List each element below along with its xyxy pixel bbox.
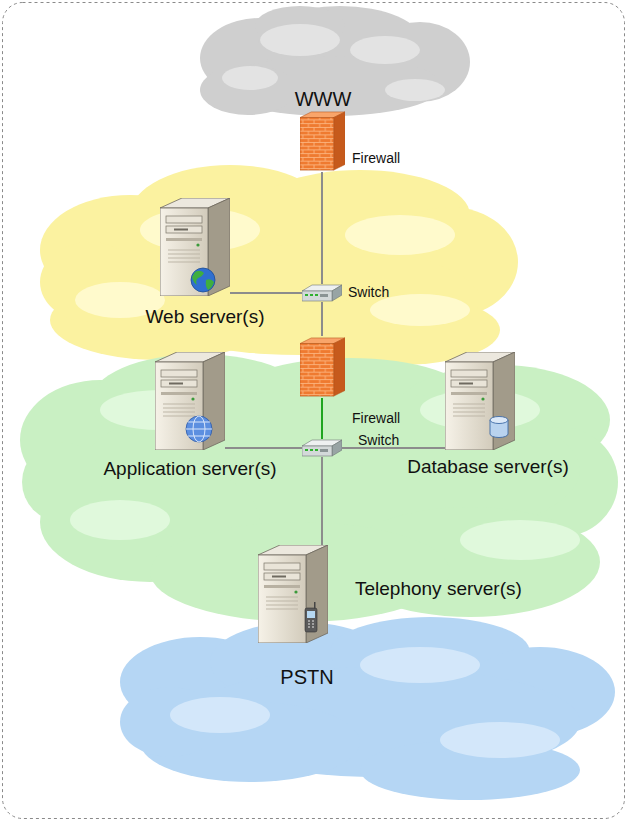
switch-icon [302, 285, 342, 301]
network-link [230, 292, 302, 294]
cloud-node: WWW [291, 86, 356, 113]
node-label: Switch [358, 432, 399, 448]
node-label: Database server(s) [407, 456, 569, 478]
server-icon [258, 545, 328, 643]
switch-icon [302, 440, 342, 456]
node-label: Firewall [352, 150, 400, 166]
firewall-node: Firewall [300, 110, 345, 172]
cloud-label: PSTN [276, 666, 338, 689]
firewall-node: Firewall [300, 336, 345, 398]
switch-node: Switch [302, 284, 342, 302]
phone-badge [305, 602, 317, 632]
network-link [321, 398, 323, 439]
firewall-icon [300, 112, 345, 170]
firewall-icon [300, 338, 345, 396]
node-label: Firewall [352, 410, 400, 426]
server-icon [155, 352, 225, 450]
node-label: Telephony server(s) [355, 578, 522, 600]
yellow-cloud [40, 165, 518, 365]
switch-node: Switch [302, 439, 342, 457]
server-node: Telephony server(s) [258, 545, 328, 643]
app-globe-badge [186, 416, 212, 442]
node-label: Switch [348, 284, 389, 300]
gray-cloud [200, 6, 470, 116]
server-icon [160, 198, 230, 296]
blue-cloud [120, 617, 615, 800]
cloud-label: WWW [291, 88, 356, 111]
frame-border [3, 3, 625, 819]
server-node: Application server(s) [155, 352, 225, 450]
node-label: Web server(s) [146, 306, 265, 328]
network-link [225, 447, 302, 449]
network-link [321, 457, 323, 545]
server-icon [445, 352, 515, 450]
web-globe-badge [191, 268, 215, 292]
cloud-node: PSTN [276, 664, 338, 691]
node-label: Application server(s) [103, 458, 276, 480]
server-node: Database server(s) [445, 352, 515, 450]
database-badge [490, 417, 508, 438]
network-link [321, 172, 323, 284]
network-link [321, 302, 323, 336]
server-node: Web server(s) [160, 198, 230, 296]
